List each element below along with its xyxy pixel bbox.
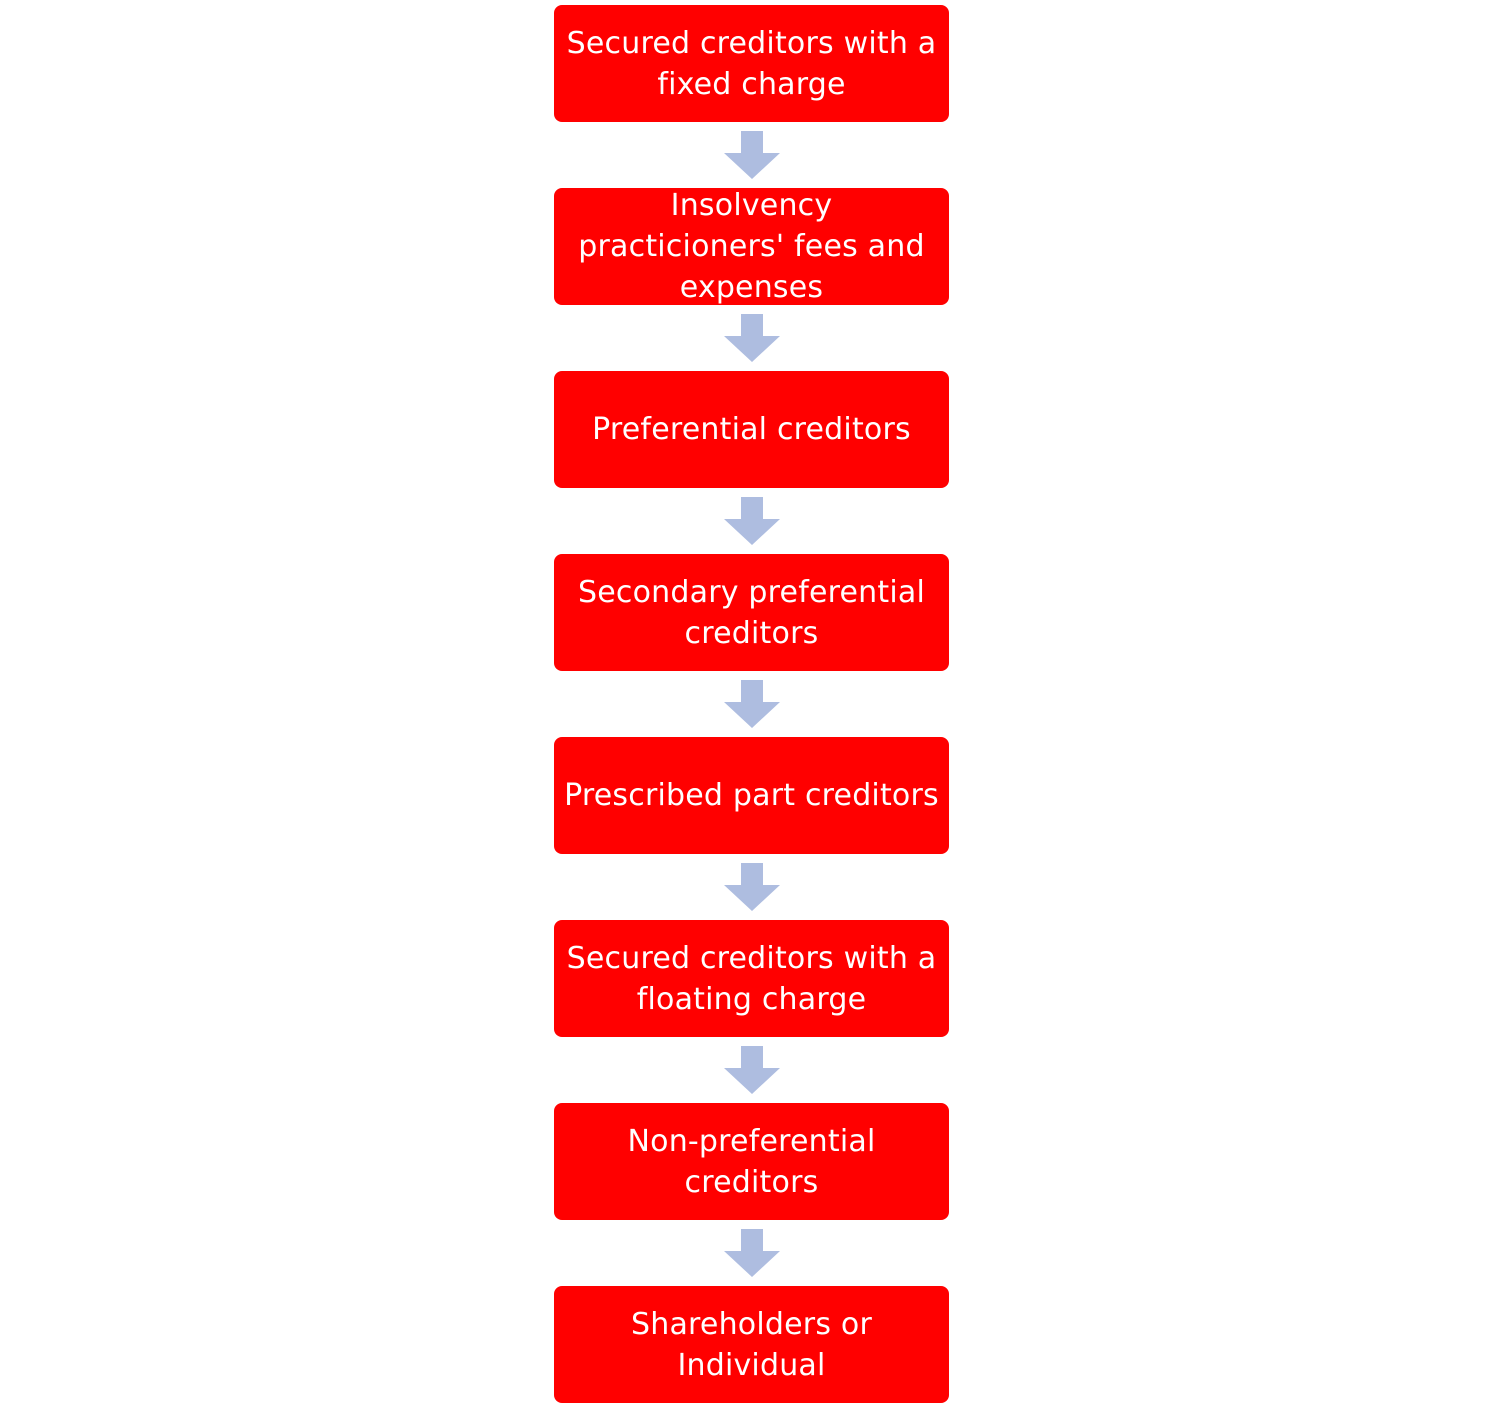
step-label: Shareholders or Individual [631, 1306, 872, 1383]
connector [554, 1037, 949, 1103]
step-box-secured-floating-charge: Secured creditors with a floating charge [554, 920, 949, 1037]
down-arrow-icon [723, 1046, 780, 1094]
step-label: Preferential creditors [592, 412, 911, 447]
step-label: Secured creditors with a floating charge [566, 940, 937, 1017]
step-label: Non-preferential creditors [627, 1123, 876, 1200]
connector [554, 122, 949, 188]
connector [554, 305, 949, 371]
step-box-preferential: Preferential creditors [554, 371, 949, 488]
step-box-prescribed-part: Prescribed part creditors [554, 737, 949, 854]
down-arrow-icon [723, 131, 780, 179]
priority-flowchart: Secured creditors with a fixed charge In… [554, 5, 949, 1403]
step-label: Insolvency practicioners' fees and expen… [578, 188, 925, 305]
step-box-secured-fixed-charge: Secured creditors with a fixed charge [554, 5, 949, 122]
down-arrow-icon [723, 314, 780, 362]
connector [554, 1220, 949, 1286]
step-box-secondary-preferential: Secondary preferential creditors [554, 554, 949, 671]
step-label: Prescribed part creditors [564, 778, 939, 813]
connector [554, 854, 949, 920]
step-box-non-preferential: Non-preferential creditors [554, 1103, 949, 1220]
down-arrow-icon [723, 863, 780, 911]
step-box-shareholders: Shareholders or Individual [554, 1286, 949, 1403]
down-arrow-icon [723, 497, 780, 545]
step-label: Secondary preferential creditors [578, 574, 925, 651]
down-arrow-icon [723, 680, 780, 728]
connector [554, 488, 949, 554]
connector [554, 671, 949, 737]
step-box-insolvency-fees: Insolvency practicioners' fees and expen… [554, 188, 949, 305]
step-label: Secured creditors with a fixed charge [566, 25, 937, 102]
down-arrow-icon [723, 1229, 780, 1277]
